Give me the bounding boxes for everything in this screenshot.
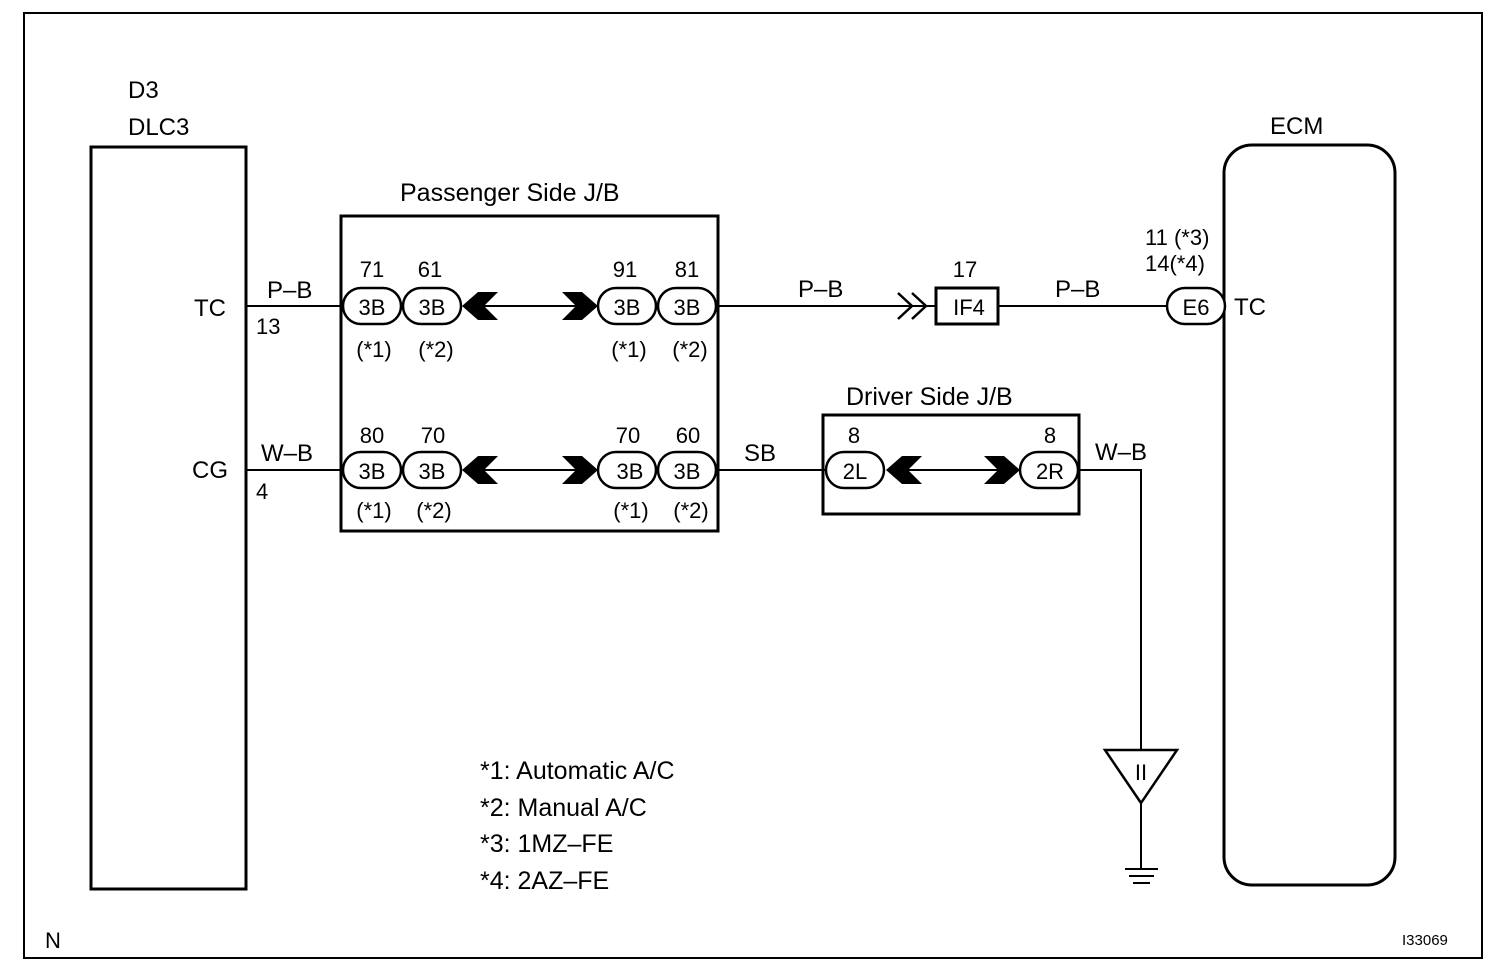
wire-cg-mid-color: SB	[744, 440, 776, 467]
conn-note: (*2)	[672, 337, 707, 362]
dlc3-code: D3	[128, 77, 159, 104]
connector-3b	[596, 286, 658, 326]
conn-code: 3B	[674, 459, 701, 484]
conn-pin: 71	[360, 257, 384, 282]
inline-connector-female-icon	[911, 292, 928, 320]
wire-tc-mid-color: P–B	[798, 276, 843, 303]
conn-pin: 70	[616, 423, 640, 448]
note-1: *1: Automatic A/C	[480, 757, 675, 785]
dlc3-name: DLC3	[128, 114, 189, 141]
conn-note: (*1)	[613, 498, 648, 523]
ground-icon	[1125, 868, 1158, 884]
if4-code: IF4	[953, 295, 985, 320]
note-4: *4: 2AZ–FE	[480, 867, 609, 895]
dlc3-tc-pin: 13	[256, 314, 280, 339]
corner-letter: N	[45, 928, 61, 953]
ecm-name: ECM	[1270, 113, 1323, 140]
conn-code: 3B	[617, 459, 644, 484]
ecm-e6-connector	[1165, 286, 1227, 326]
connector-3b	[341, 450, 403, 490]
tc-row-left-conn-1: 71 3B (*1)	[341, 257, 403, 362]
driver-jb-right-conn: 2R	[1036, 459, 1064, 484]
tc-row-left-conn-2: 61 3B (*2)	[401, 257, 463, 362]
tc-row-right-conn-2: 81 3B (*2)	[656, 257, 718, 362]
ecm-tc-label: TC	[1234, 294, 1266, 321]
connector-3b	[341, 286, 403, 326]
dlc3-cg-pin: 4	[256, 479, 268, 504]
jb-internal-arrow-left-icon	[886, 456, 922, 484]
jb-internal-arrow-right-icon	[984, 456, 1020, 484]
ecm-pin-a: 11 (*3)	[1145, 225, 1209, 250]
driver-jb-right-pin: 8	[1044, 423, 1056, 448]
wire-tc-right-color: P–B	[1055, 276, 1100, 303]
conn-note: (*1)	[356, 337, 391, 362]
driver-jb-left-conn: 2L	[843, 459, 867, 484]
conn-pin: 91	[613, 257, 637, 282]
connector-2l	[824, 450, 886, 490]
conn-code: 3B	[419, 459, 446, 484]
conn-pin: 81	[675, 257, 699, 282]
tc-row-right-conn-1: 91 3B (*1)	[596, 257, 658, 362]
conn-note: (*2)	[416, 498, 451, 523]
conn-code: 3B	[359, 459, 386, 484]
jb-internal-arrow-left-icon	[462, 292, 498, 320]
wire-cg-right	[1078, 469, 1142, 750]
figure-id: I33069	[1402, 932, 1448, 949]
passenger-jb-title: Passenger Side J/B	[400, 179, 620, 207]
driver-jb-title: Driver Side J/B	[846, 383, 1013, 411]
conn-note: (*1)	[356, 498, 391, 523]
ecm-conn-code: E6	[1183, 295, 1210, 320]
conn-note: (*2)	[673, 498, 708, 523]
if4-connector	[934, 286, 1000, 326]
ground-point-triangle-icon	[1102, 748, 1180, 806]
conn-pin: 60	[676, 423, 700, 448]
dlc3-tc-label: TC	[194, 295, 226, 322]
connector-3b	[401, 450, 463, 490]
jb-internal-arrow-left-icon	[462, 456, 498, 484]
dlc3-box	[89, 145, 248, 891]
cg-row-right-conn-2: 60 3B (*2)	[656, 423, 718, 523]
if4-pin: 17	[953, 257, 977, 282]
driver-jb-box	[821, 413, 1081, 516]
conn-pin: 61	[418, 257, 442, 282]
ground-point-label: II	[1135, 760, 1147, 785]
ecm-box	[1222, 143, 1397, 887]
wire-cg-left-color: W–B	[261, 440, 313, 467]
conn-code: 3B	[614, 295, 641, 320]
passenger-jb-box	[339, 214, 720, 533]
conn-pin: 80	[360, 423, 384, 448]
jb-internal-arrow-right-icon	[562, 456, 598, 484]
cg-row-right-conn-1: 70 3B (*1)	[596, 423, 658, 523]
conn-note: (*1)	[611, 337, 646, 362]
conn-code: 3B	[359, 295, 386, 320]
inline-connector-male-icon	[897, 292, 914, 320]
conn-note: (*2)	[418, 337, 453, 362]
cg-row-left-conn-2: 70 3B (*2)	[401, 423, 463, 523]
wire-tc-left-color: P–B	[267, 277, 312, 304]
dlc3-cg-label: CG	[192, 457, 228, 484]
note-3: *3: 1MZ–FE	[480, 830, 613, 858]
connector-3b	[401, 286, 463, 326]
conn-pin: 70	[421, 423, 445, 448]
wire-cg-right-color: W–B	[1095, 439, 1147, 466]
cg-row-left-conn-1: 80 3B (*1)	[341, 423, 403, 523]
conn-code: 3B	[419, 295, 446, 320]
jb-internal-arrow-right-icon	[562, 292, 598, 320]
ecm-pin-b: 14(*4)	[1145, 251, 1205, 276]
note-2: *2: Manual A/C	[480, 794, 647, 822]
connector-3b	[596, 450, 658, 490]
driver-jb-left-pin: 8	[848, 423, 860, 448]
conn-code: 3B	[674, 295, 701, 320]
diagram-frame	[23, 12, 1483, 959]
